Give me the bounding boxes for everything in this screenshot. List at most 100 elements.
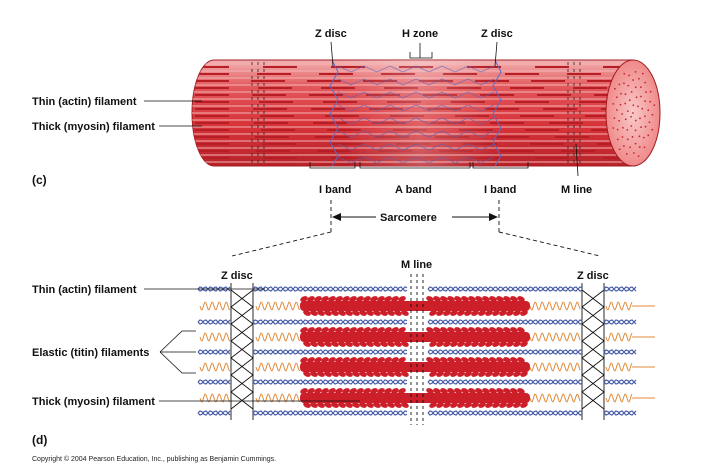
myosin-head [377,357,385,363]
myosin-head [366,371,374,377]
myosin-head [401,371,409,377]
cross-section-dot [621,113,624,115]
myosin-head [429,310,437,316]
myosin-head [485,341,493,347]
myosin-head [384,357,392,363]
myosin-head [436,402,444,408]
myosin-head [443,371,451,377]
myosin-head [461,327,469,333]
myosin-head [457,402,465,408]
myosin-head [328,357,336,363]
myosin-head [300,296,308,302]
myosin-head [496,357,504,363]
myosin-head [391,388,399,394]
myosin-head [517,327,525,333]
cross-section-dot [619,103,622,106]
myosin-head [429,341,437,347]
myosin-head [370,296,378,302]
titin-coil-right [529,301,581,311]
myosin-head [356,388,364,394]
myosin-head [366,310,374,316]
myosin-head [471,402,479,408]
myosin-head [363,327,371,333]
cross-section-dot [637,155,640,158]
cross-section-dot [644,100,647,103]
myosin-head [377,296,385,302]
myosin-head [314,327,322,333]
myosin-head [426,388,434,394]
myosin-head [478,310,486,316]
myosin-head [461,388,469,394]
actin-filament-left [252,319,408,325]
titin-coil-left [255,332,301,342]
myosin-head [440,357,448,363]
myosin-head [433,388,441,394]
myosin-head [317,341,325,347]
actin-stub-left [197,319,231,325]
myosin-head [317,402,325,408]
myosin-head [387,402,395,408]
cross-section-dot [623,72,626,75]
myosin-head [324,402,332,408]
myosin-head [443,341,451,347]
myosin-head [398,357,406,363]
titin-coil-right-outer [605,332,633,342]
myosin-head [433,296,441,302]
myosin-head [338,341,346,347]
myosin-head [436,341,444,347]
myosin-head [450,310,458,316]
actin-stub-left [197,286,231,292]
cross-section-dot [615,109,618,111]
myosin-head [359,310,367,316]
myosin-head [489,327,497,333]
myosin-head [503,296,511,302]
cross-section-dot [638,146,641,148]
myosin-head [370,388,378,394]
z-disc-structure-left [230,283,254,420]
myosin-head [338,371,346,377]
myosin-head [345,371,353,377]
lattice-line [337,65,495,73]
myosin-head [513,371,521,377]
myosin-head [391,296,399,302]
myosin-head [335,327,343,333]
myosin-head [317,310,325,316]
myosin-head [377,327,385,333]
myosin-head [450,402,458,408]
myosin-head [324,310,332,316]
actin-filament-left [252,379,408,385]
actin-stub-right [603,286,637,292]
cross-section-dot [625,153,628,155]
myosin-head [387,341,395,347]
myosin-head [349,296,357,302]
cross-section-dot [647,134,650,137]
myosin-head [303,371,311,377]
cross-section-dot [632,79,634,81]
lattice-line [337,117,495,125]
myosin-head [303,310,311,316]
myosin-head [310,341,318,347]
cross-section-dot [634,86,637,89]
cross-section-dot [644,81,647,84]
actin-filament-right [427,379,583,385]
myosin-head [394,341,402,347]
titin-coil-right-outer [605,393,633,403]
cross-section-dot [645,91,647,93]
cross-section-dot [634,129,637,132]
myosin-head [506,402,514,408]
titin-coil-left-outer [199,332,231,342]
myosin-head [363,388,371,394]
myosin-head [321,357,329,363]
titin-coil-right-outer [605,301,633,311]
cross-section-dot [618,148,621,151]
lattice-line [337,130,495,138]
label-h-zone: H zone [402,28,438,40]
myosin-head [352,310,360,316]
myosin-head [482,327,490,333]
myosin-head [363,296,371,302]
cross-section-dot [630,125,633,127]
myosin-head [384,388,392,394]
myosin-head [478,371,486,377]
myosin-head [338,310,346,316]
myosin-head [366,341,374,347]
